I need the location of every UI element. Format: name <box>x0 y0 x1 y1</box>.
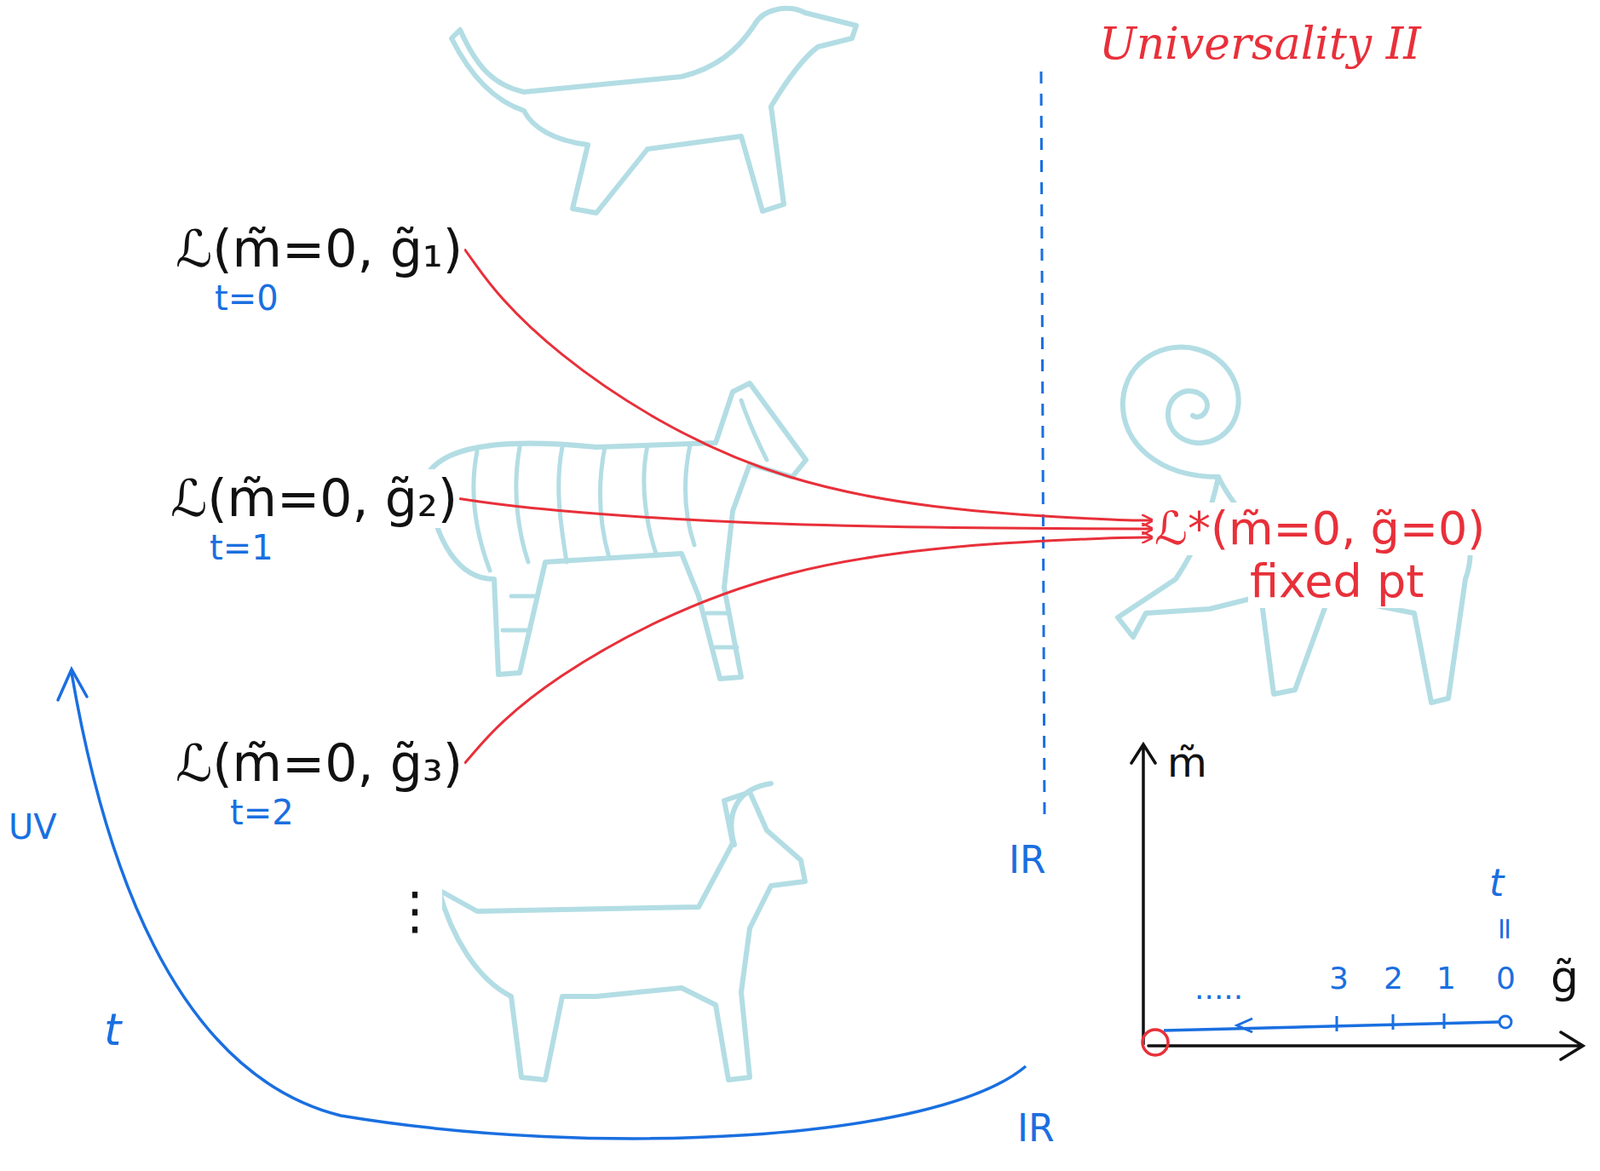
rg-time-arrowhead <box>57 669 87 701</box>
annotation-label: IR <box>1015 1107 1057 1152</box>
node-subtitle: fixed pt <box>1248 555 1426 609</box>
lagrangian-text: ℒ(m̃=0, g̃₂) <box>168 469 460 529</box>
annotation-label: 1 <box>1434 961 1458 996</box>
annotation-label: g̃ <box>1548 952 1581 1004</box>
node-subtitle: t=0 <box>212 278 281 318</box>
annotation-label: = <box>1487 915 1523 944</box>
annotation-label: m̃ <box>1165 739 1209 787</box>
annotation-label: 2 <box>1381 961 1405 996</box>
flow-arrow <box>464 249 1153 522</box>
m-axis <box>1131 744 1156 1045</box>
g-axis <box>1148 1032 1583 1060</box>
goat-silhouette <box>438 783 806 1081</box>
monkey-spiral-tail <box>1122 347 1239 478</box>
flow-ticks <box>1237 1013 1445 1033</box>
rg-time-curve <box>71 673 1026 1140</box>
flow-line <box>1163 1022 1500 1031</box>
lagrangian-node: ℒ*(m̃=0, g̃=0)fixed pt <box>1152 502 1487 609</box>
annotation-label: 0 <box>1494 961 1518 996</box>
annotation-label: 3 <box>1327 961 1351 996</box>
annotation-label: UV <box>6 807 59 847</box>
node-subtitle: t=1 <box>207 528 276 568</box>
annotation-label: t <box>1487 862 1506 906</box>
node-subtitle: t=2 <box>228 793 296 833</box>
zebra-stripes <box>473 400 767 648</box>
zebra-silhouette <box>425 383 806 680</box>
annotation-label: ..... <box>1192 971 1245 1007</box>
dog-silhouette <box>451 8 857 213</box>
lagrangian-text: ℒ(m̃=0, g̃₁) <box>173 219 465 279</box>
lagrangian-node: ℒ(m̃=0, g̃₁)t=0 <box>173 219 465 318</box>
lagrangian-text: ℒ(m̃=0, g̃₃) <box>173 734 465 794</box>
ir-boundary <box>1041 71 1045 817</box>
lagrangian-node: ℒ(m̃=0, g̃₃)t=2 <box>173 734 465 833</box>
flow-arrow <box>464 537 1153 764</box>
lagrangian-node: ℒ(m̃=0, g̃₂)t=1 <box>168 469 460 568</box>
title: Universality II <box>1099 18 1422 70</box>
start-point <box>1499 1016 1512 1029</box>
lagrangian-text: ℒ*(m̃=0, g̃=0) <box>1152 502 1487 556</box>
annotation-label: t <box>102 1005 123 1057</box>
fixed-point-marker <box>1142 1030 1169 1056</box>
annotation-label: IR <box>1007 839 1048 883</box>
flow-arrow <box>459 499 1153 530</box>
annotation-label: ⋮ <box>387 881 443 941</box>
